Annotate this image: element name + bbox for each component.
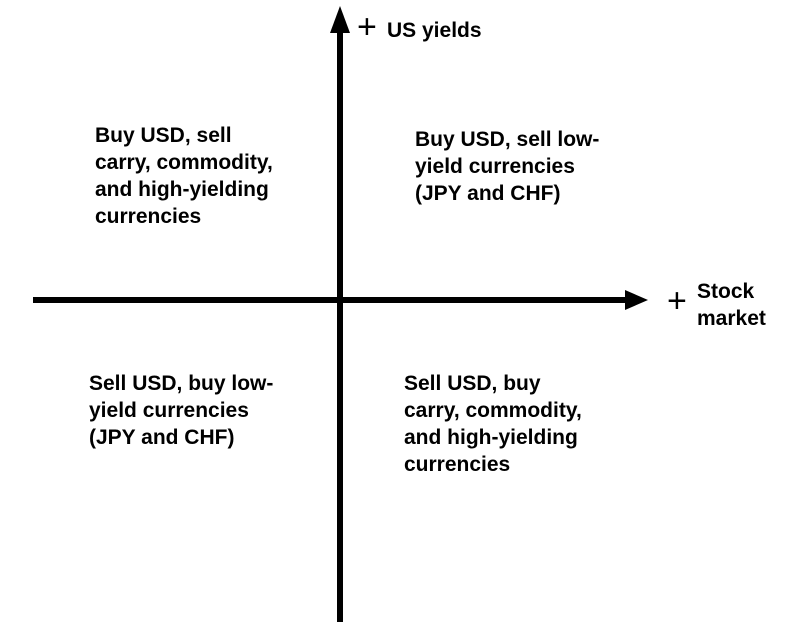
x-axis-label-line2: market bbox=[697, 307, 766, 330]
y-axis-arrowhead-icon bbox=[330, 6, 350, 33]
x-axis-arrowhead-icon bbox=[625, 290, 648, 310]
y-axis-plus-sign: + bbox=[357, 8, 377, 46]
quadrant-top-left: Buy USD, sell carry, commodity, and high… bbox=[95, 124, 273, 228]
y-axis-line bbox=[337, 28, 343, 622]
x-axis-line bbox=[33, 297, 631, 303]
y-axis-label: US yields bbox=[387, 19, 482, 42]
x-axis-plus-sign: + bbox=[667, 282, 687, 320]
quadrant-bottom-left: Sell USD, buy low- yield currencies (JPY… bbox=[89, 372, 274, 449]
quadrant-top-right: Buy USD, sell low- yield currencies (JPY… bbox=[415, 128, 600, 205]
quadrant-bottom-right: Sell USD, buy carry, commodity, and high… bbox=[404, 372, 582, 476]
x-axis-label-line1: Stock bbox=[697, 280, 755, 303]
